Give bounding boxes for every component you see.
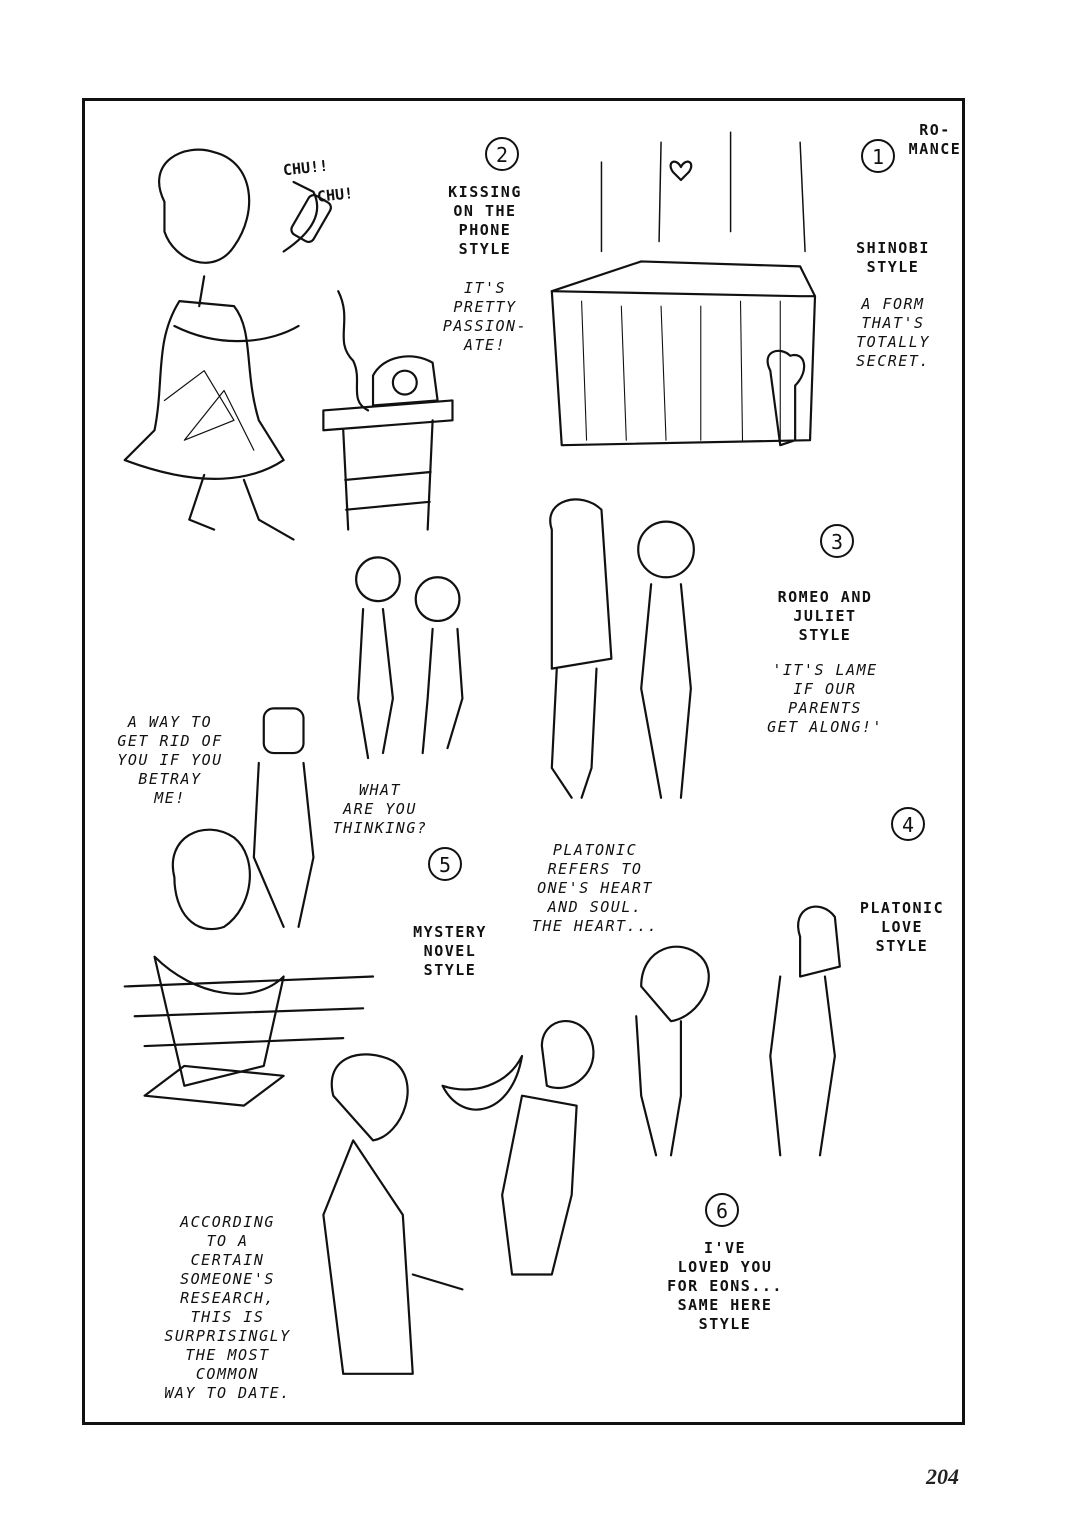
- platonic-couple-drawing: [635, 905, 841, 1157]
- item-number-3: 3: [820, 524, 854, 558]
- item-number-5: 5: [428, 847, 462, 881]
- romeo-juliet-drawing: [549, 498, 695, 799]
- moon-drawing: [441, 1054, 524, 1111]
- bottom-couple-drawing: [322, 1019, 595, 1375]
- item-note-3: 'IT'S LAME IF OUR PARENTS GET ALONG!': [767, 661, 883, 736]
- shinobi-note: A FORM THAT'S TOTALLY SECRET.: [856, 295, 930, 370]
- item-title-6: I'VE LOVED YOU FOR EONS... SAME HERE STY…: [667, 1239, 783, 1333]
- shinobi-title: SHINOBI STYLE: [856, 239, 930, 276]
- phone-woman-drawing: [123, 148, 454, 541]
- caption-thinking: WHAT ARE YOU THINKING?: [332, 781, 428, 837]
- item-title-5: MYSTERY NOVEL STYLE: [413, 923, 487, 979]
- item-number-1: 1: [861, 139, 895, 173]
- illustration: [123, 131, 841, 1375]
- item-title-3: ROMEO AND JULIET STYLE: [777, 588, 873, 644]
- caption-betray: A WAY TO GET RID OF YOU IF YOU BETRAY ME…: [117, 713, 223, 807]
- item-title-4: PLATONIC LOVE STYLE: [859, 899, 945, 955]
- comic-panel: 1 RO- MANCE 2 KISSING ON THE PHONE STYLE…: [82, 98, 965, 1425]
- caption-platonic: PLATONIC REFERS TO ONE'S HEART AND SOUL.…: [531, 841, 659, 935]
- shinobi-box-drawing: [550, 131, 817, 447]
- item-title-2: KISSING ON THE PHONE STYLE: [448, 183, 522, 258]
- item-number-4: 4: [891, 807, 925, 841]
- caption-research: ACCORDING TO A CERTAIN SOMEONE'S RESEARC…: [164, 1213, 291, 1402]
- glasses-man-drawing: [252, 707, 315, 928]
- page-number: 204: [926, 1464, 959, 1489]
- item-number-2: 2: [485, 137, 519, 171]
- item-number-6: 6: [705, 1193, 739, 1227]
- item-note-2: IT'S PRETTY PASSION- ATE!: [442, 279, 528, 354]
- two-boys-drawing: [355, 556, 464, 760]
- reading-woman-drawing: [123, 828, 375, 1107]
- item-title-1: RO- MANCE: [908, 121, 962, 158]
- sfx-chu-2: CHU!: [316, 184, 354, 206]
